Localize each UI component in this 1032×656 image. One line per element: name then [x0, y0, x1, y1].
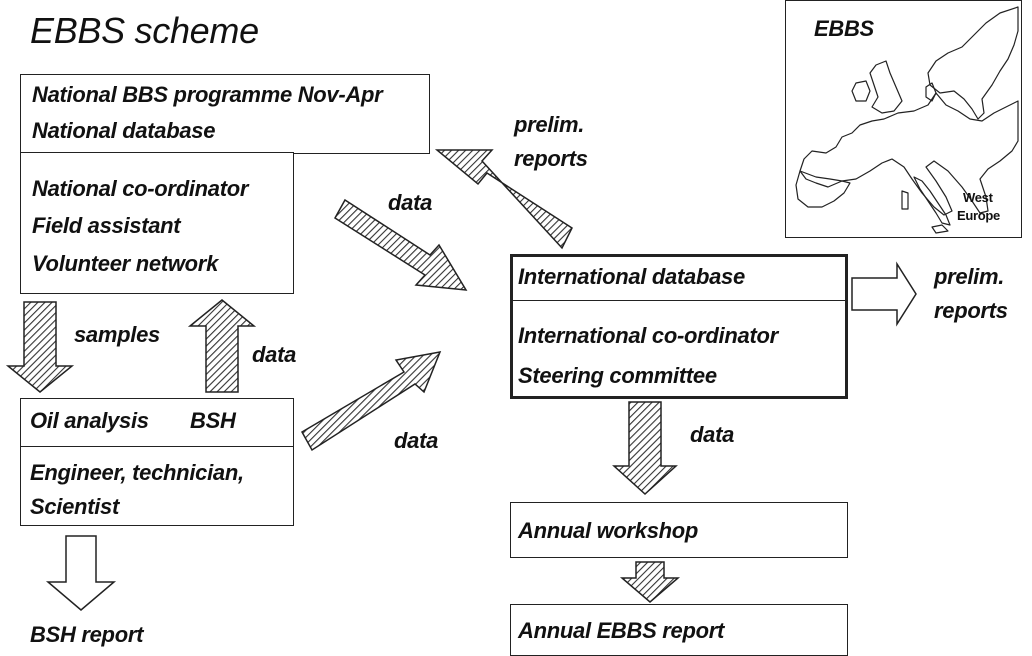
britain-outline: [869, 60, 903, 114]
scandinavia-outline: [927, 6, 1019, 120]
prelim-reports-top-line1: prelim.: [514, 112, 585, 137]
national-staff-box: [20, 152, 294, 294]
scientist-label: Scientist: [30, 494, 119, 519]
international-database-label: International database: [518, 264, 745, 289]
map-box: [785, 0, 1022, 238]
workshop-to-report-arrow: [619, 561, 681, 603]
ireland-outline: [851, 80, 871, 102]
iberia-outline: [795, 170, 851, 208]
prelim-reports-right-line2: reports: [934, 298, 1008, 323]
national-box: [20, 74, 430, 154]
sicily-outline: [931, 224, 949, 234]
oil-analysis-box: [20, 398, 294, 526]
annual-workshop-box: [510, 502, 848, 558]
volunteer-network-label: Volunteer network: [32, 251, 219, 276]
annual-workshop-label: Annual workshop: [518, 518, 699, 543]
samples-arrow: [5, 301, 75, 393]
data-to-international-top-arrow: [334, 198, 468, 291]
sardinia-outline: [901, 190, 909, 210]
page-title: EBBS scheme: [30, 10, 259, 51]
data-to-international-bottom-arrow: [300, 351, 442, 452]
data-up-arrow: [187, 299, 257, 393]
map-title: EBBS: [814, 16, 874, 41]
engineer-label: Engineer, technician,: [30, 460, 244, 485]
samples-label: samples: [74, 322, 160, 347]
denmark-outline: [925, 82, 937, 102]
data-top-label: data: [388, 190, 433, 215]
international-coordinator-label: International co-ordinator: [518, 323, 778, 348]
italy-outline: [913, 176, 951, 226]
steering-committee-label: Steering committee: [518, 363, 717, 388]
bsh-report-label: BSH report: [30, 622, 144, 647]
national-programme-label: National BBS programme Nov-Apr: [32, 82, 383, 107]
annual-report-label: Annual EBBS report: [518, 618, 725, 643]
map-caption-line1: West: [963, 190, 993, 205]
map-caption-line2: Europe: [957, 208, 1000, 223]
field-assistant-label: Field assistant: [32, 213, 181, 238]
data-down-arrow: [612, 401, 678, 496]
prelim-reports-right-line1: prelim.: [934, 264, 1005, 289]
international-box: [510, 254, 848, 399]
continent-outline: [799, 92, 1019, 216]
prelim-reports-right-arrow: [851, 261, 917, 327]
data-bottom-label: data: [394, 428, 439, 453]
europe-map: [795, 6, 1019, 234]
data-down-label: data: [690, 422, 735, 447]
prelim-reports-top-arrow: [434, 149, 573, 250]
bsh-label: BSH: [190, 408, 236, 433]
national-coordinator-label: National co-ordinator: [32, 176, 249, 201]
national-database-label: National database: [32, 118, 216, 143]
prelim-reports-top-line2: reports: [514, 146, 588, 171]
data-up-label: data: [252, 342, 297, 367]
oil-analysis-label: Oil analysis: [30, 408, 149, 433]
oil-analysis-divider: [20, 446, 294, 447]
international-divider: [510, 300, 848, 301]
bsh-report-arrow: [45, 535, 117, 611]
